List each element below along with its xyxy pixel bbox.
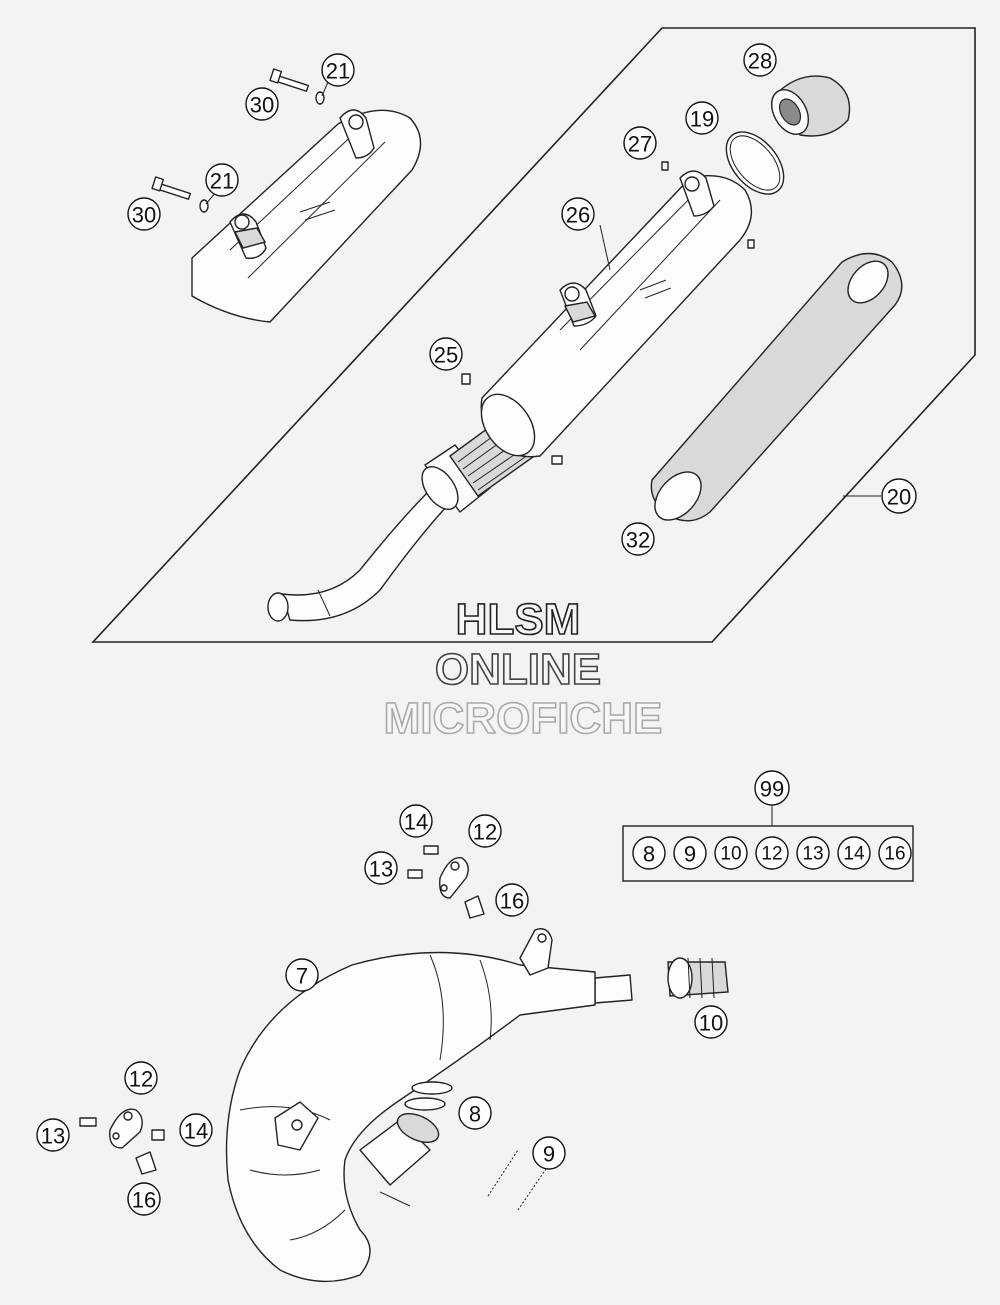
svg-text:10: 10 — [699, 1011, 723, 1036]
svg-text:32: 32 — [626, 528, 650, 553]
gasket-ring-1 — [411, 1081, 453, 1095]
callout-28: 28 — [743, 43, 777, 77]
callout-14a: 14 — [399, 804, 433, 838]
svg-text:28: 28 — [748, 49, 772, 74]
svg-text:7: 7 — [296, 964, 308, 989]
callout-14b: 14 — [179, 1113, 213, 1147]
svg-text:27: 27 — [628, 132, 652, 157]
exhaust-pipe — [225, 928, 633, 1283]
callout-30b: 30 — [127, 197, 161, 231]
callout-32: 32 — [621, 522, 655, 556]
watermark: HLSM ONLINE MICROFICHE — [383, 594, 663, 744]
gasket-ring-2 — [404, 1097, 446, 1111]
svg-text:14: 14 — [843, 844, 865, 865]
callout-13a: 13 — [364, 851, 398, 885]
callout-7: 7 — [285, 958, 319, 992]
rubber-sleeve — [667, 957, 729, 999]
kit-item-8: 8 — [632, 836, 666, 870]
callout-21a: 21 — [321, 53, 355, 87]
kit-item-12: 12 — [755, 836, 789, 870]
kit-99-box — [622, 825, 914, 882]
svg-text:10: 10 — [720, 844, 741, 865]
svg-text:30: 30 — [132, 203, 156, 228]
svg-text:9: 9 — [543, 1142, 555, 1167]
svg-text:13: 13 — [369, 857, 393, 882]
silencer-outer-sleeve — [650, 252, 903, 522]
springs — [487, 1149, 549, 1211]
kit-item-10: 10 — [714, 836, 748, 870]
callout-13b: 13 — [36, 1118, 70, 1152]
watermark-line-3: MICROFICHE — [384, 694, 663, 743]
perforated-tube-pattern — [457, 419, 536, 491]
svg-text:25: 25 — [434, 343, 458, 368]
svg-text:30: 30 — [250, 93, 274, 118]
callout-21b: 21 — [205, 163, 239, 197]
bracket-parts-upper — [407, 845, 485, 919]
svg-text:12: 12 — [129, 1067, 153, 1092]
silencer-group-frame — [91, 27, 976, 643]
svg-text:14: 14 — [404, 810, 428, 835]
svg-text:21: 21 — [326, 59, 350, 84]
callout-12a: 12 — [468, 814, 502, 848]
callout-12b: 12 — [124, 1061, 158, 1095]
o-ring — [725, 131, 785, 195]
svg-text:14: 14 — [184, 1119, 208, 1144]
callout-99: 99 — [754, 770, 790, 806]
callout-30a: 30 — [245, 87, 279, 121]
silencer-assembly — [267, 161, 755, 622]
callout-10: 10 — [694, 1005, 728, 1039]
svg-text:16: 16 — [884, 844, 905, 865]
svg-text:16: 16 — [500, 889, 524, 914]
kit-item-13: 13 — [796, 836, 830, 870]
watermark-line-2: ONLINE — [435, 645, 601, 694]
svg-text:26: 26 — [566, 203, 590, 228]
callout-26: 26 — [561, 197, 595, 231]
callout-16a: 16 — [495, 883, 529, 917]
callout-19: 19 — [685, 101, 719, 135]
watermark-line-1: HLSM — [456, 595, 581, 644]
svg-text:13: 13 — [802, 844, 823, 865]
kit-item-16: 16 — [878, 836, 912, 870]
callout-16b: 16 — [127, 1182, 161, 1216]
callout-25: 25 — [429, 337, 463, 371]
svg-text:20: 20 — [887, 485, 911, 510]
silencer-mount-detail — [151, 68, 422, 323]
svg-text:8: 8 — [643, 842, 655, 867]
bracket-parts-lower — [79, 1108, 165, 1175]
svg-text:19: 19 — [690, 107, 714, 132]
svg-text:8: 8 — [469, 1102, 481, 1127]
svg-text:16: 16 — [132, 1188, 156, 1213]
svg-text:21: 21 — [210, 169, 234, 194]
end-cap — [770, 75, 851, 137]
kit-99-contents: 8 9 10 12 13 14 16 — [632, 836, 912, 870]
svg-text:12: 12 — [761, 844, 782, 865]
svg-text:99: 99 — [760, 777, 784, 802]
svg-text:9: 9 — [684, 842, 696, 867]
callout-9: 9 — [532, 1136, 566, 1170]
callout-20: 20 — [881, 478, 917, 514]
kit-item-14: 14 — [837, 836, 871, 870]
kit-item-9: 9 — [673, 836, 707, 870]
callout-27: 27 — [623, 126, 657, 160]
svg-text:12: 12 — [473, 820, 497, 845]
svg-text:13: 13 — [41, 1124, 65, 1149]
callout-8: 8 — [458, 1096, 492, 1130]
